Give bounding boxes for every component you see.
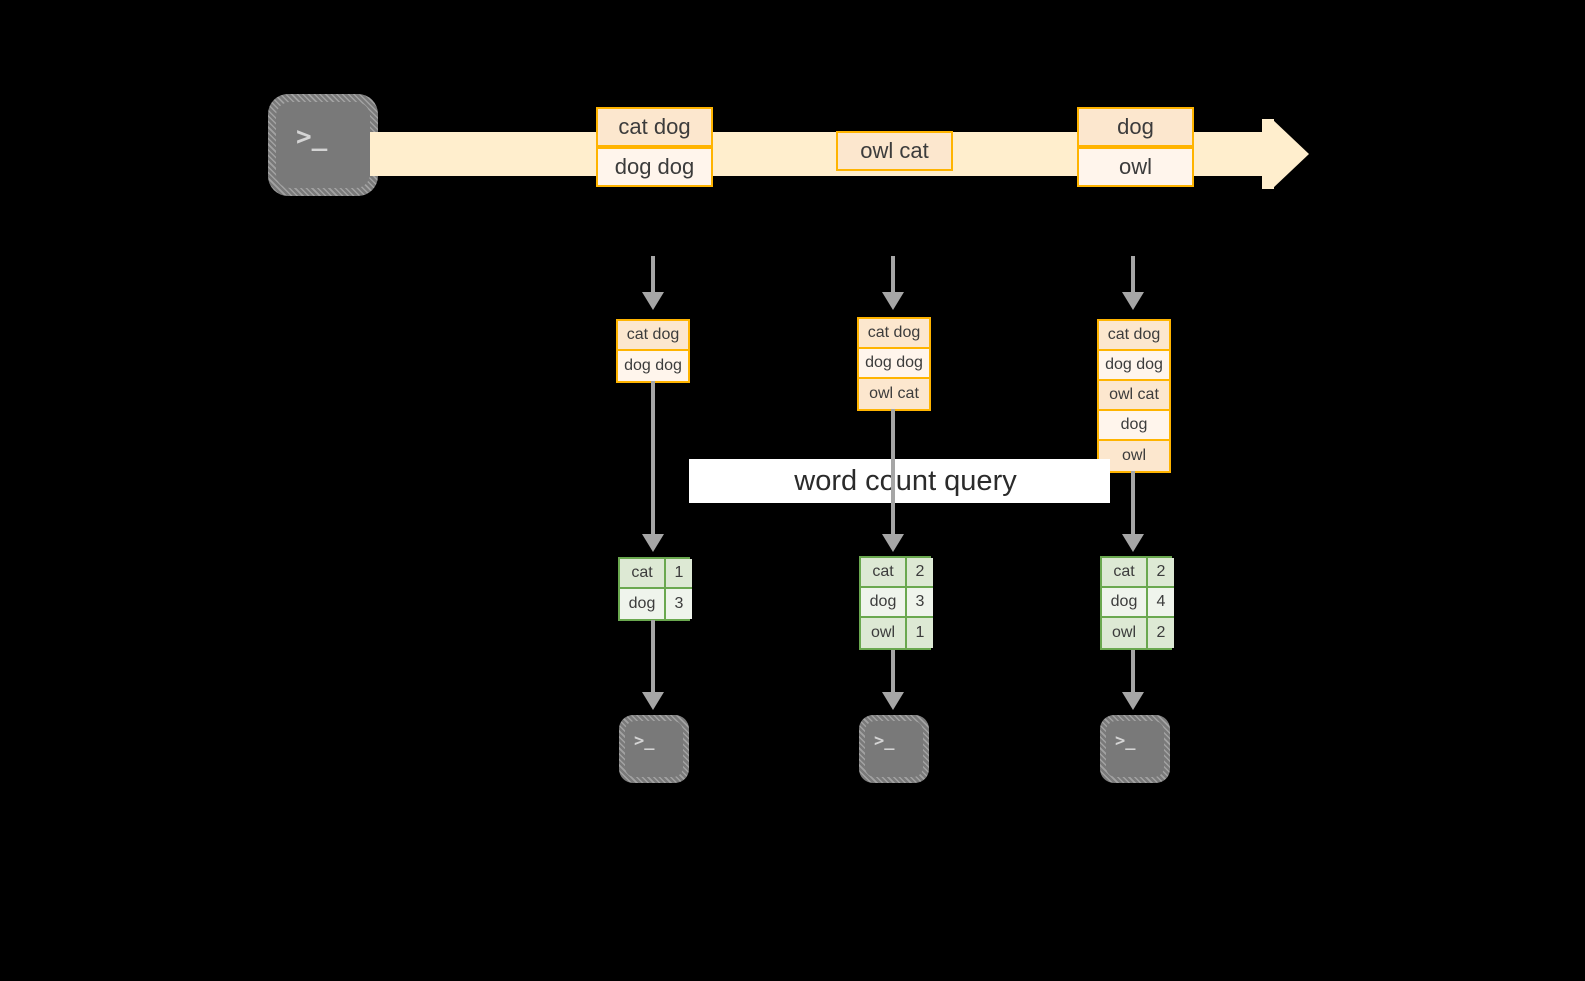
terminal-prompt-glyph: >_ — [874, 731, 895, 751]
stream-tap-line-t3 — [1131, 256, 1135, 294]
query-label: word count query — [794, 464, 1017, 497]
result-count: 2 — [1148, 558, 1174, 588]
result-count: 1 — [666, 559, 692, 589]
result-table-t2: cat 2 dog 3 owl 1 — [859, 556, 933, 650]
stream-tap-arrowhead-t2 — [882, 292, 904, 310]
input-stack-t1: cat dog dog dog — [616, 319, 690, 383]
stream-tap-arrowhead-t3 — [1122, 292, 1144, 310]
terminal-body — [1106, 721, 1164, 777]
stack-row: owl cat — [1099, 381, 1169, 411]
sink-arrow-line-t2 — [891, 650, 895, 694]
input-stack-t3: cat dog dog dog owl cat dog owl — [1097, 319, 1171, 473]
stack-row: cat dog — [1099, 321, 1169, 351]
result-word: dog — [1102, 588, 1148, 618]
result-count: 1 — [907, 618, 933, 648]
sink-terminal-icon-t2: >_ — [859, 715, 929, 783]
result-word: cat — [1102, 558, 1148, 588]
sink-arrow-head-t3 — [1122, 692, 1144, 710]
terminal-body — [865, 721, 923, 777]
terminal-body — [276, 102, 370, 188]
terminal-prompt-glyph: >_ — [1115, 731, 1136, 751]
sink-arrow-head-t1 — [642, 692, 664, 710]
result-word: cat — [620, 559, 666, 589]
stream-tap-line-t2 — [891, 256, 895, 294]
input-stack-t2: cat dog dog dog owl cat — [857, 317, 931, 411]
result-table-t1: cat 1 dog 3 — [618, 557, 692, 621]
result-count: 2 — [907, 558, 933, 588]
stack-row: dog dog — [618, 351, 688, 381]
sink-arrow-line-t1 — [651, 620, 655, 694]
result-word: dog — [620, 589, 666, 619]
query-arrow-line-t2 — [891, 409, 895, 536]
terminal-prompt-glyph: >_ — [634, 731, 655, 751]
query-arrow-head-t3 — [1122, 534, 1144, 552]
result-count: 2 — [1148, 618, 1174, 648]
stack-row: owl — [1099, 441, 1169, 471]
record-line: dog dog — [596, 147, 713, 187]
query-arrow-line-t3 — [1131, 471, 1135, 536]
stack-row: dog dog — [859, 349, 929, 379]
result-word: owl — [1102, 618, 1148, 648]
sink-arrow-line-t3 — [1131, 650, 1135, 694]
record-line: owl — [1077, 147, 1194, 187]
record-line: dog — [1077, 107, 1194, 147]
record-line: owl cat — [836, 131, 953, 171]
query-arrow-line-t1 — [651, 381, 655, 536]
sink-arrow-head-t2 — [882, 692, 904, 710]
stack-row: dog dog — [1099, 351, 1169, 381]
stack-row: owl cat — [859, 379, 929, 409]
result-table-t3: cat 2 dog 4 owl 2 — [1100, 556, 1174, 650]
stack-row: cat dog — [859, 319, 929, 349]
record-line: cat dog — [596, 107, 713, 147]
stack-row: dog — [1099, 411, 1169, 441]
query-arrow-head-t1 — [642, 534, 664, 552]
query-band: word count query — [689, 459, 1110, 503]
result-word: dog — [861, 588, 907, 618]
source-terminal-icon: >_ — [268, 94, 378, 196]
terminal-prompt-glyph: >_ — [296, 122, 328, 152]
stack-row: cat dog — [618, 321, 688, 351]
stream-arrow-shoulder — [1262, 119, 1274, 189]
stream-tap-arrowhead-t1 — [642, 292, 664, 310]
result-count: 3 — [666, 589, 692, 619]
result-count: 4 — [1148, 588, 1174, 618]
result-count: 3 — [907, 588, 933, 618]
stream-tap-line-t1 — [651, 256, 655, 294]
stream-arrowhead — [1272, 119, 1309, 189]
sink-terminal-icon-t1: >_ — [619, 715, 689, 783]
result-word: owl — [861, 618, 907, 648]
query-arrow-head-t2 — [882, 534, 904, 552]
result-word: cat — [861, 558, 907, 588]
terminal-body — [625, 721, 683, 777]
sink-terminal-icon-t3: >_ — [1100, 715, 1170, 783]
